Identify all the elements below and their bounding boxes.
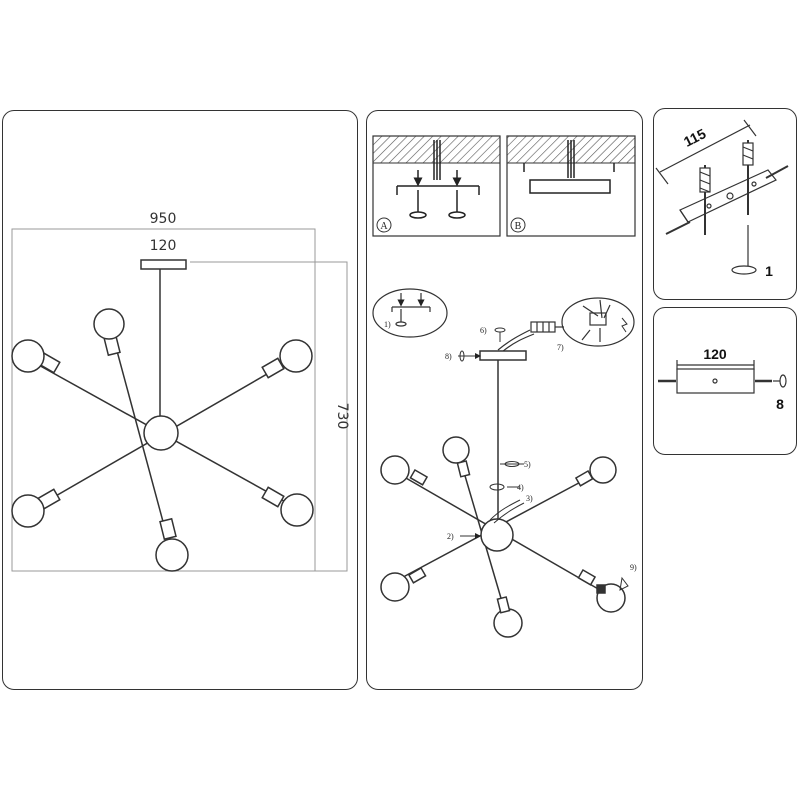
canopy-step-label: 8 [776, 396, 784, 412]
bulb-bottom [155, 517, 189, 572]
step-3-label: 3) [526, 494, 533, 503]
canopy-width-label-detail: 120 [703, 346, 727, 362]
step-9-label: 9) [630, 563, 637, 572]
ceiling-canopy [140, 259, 187, 270]
chandelier-front-view [11, 259, 314, 572]
central-hub [143, 415, 179, 451]
installed-chandelier [380, 350, 626, 638]
overall-dimensions-panel [2, 110, 358, 690]
installed-canopy [479, 350, 527, 361]
step-4-label: 4) [517, 483, 524, 492]
bulb-top-left [11, 339, 61, 374]
mounting-bracket-detail [655, 119, 789, 275]
step-1-label: 1) [384, 320, 391, 329]
bracket-length-label: 115 [681, 125, 709, 150]
overall-dimension-lines [11, 228, 348, 572]
arm-rod [109, 324, 173, 556]
bulb-top [93, 308, 125, 357]
mounting-option-b: B [506, 135, 636, 237]
canopy-width-label: 120 [150, 238, 177, 254]
wiring-detail [497, 297, 635, 353]
option-a-label: A [380, 221, 388, 232]
step-8-label: 8) [445, 352, 452, 361]
canopy-detail [658, 360, 787, 394]
mounting-option-a: A [372, 135, 501, 237]
bulb-bottom-right [261, 486, 314, 527]
step-5-label: 5) [524, 460, 531, 469]
installed-bulb [380, 436, 626, 638]
step-6-label: 6) [480, 326, 487, 335]
step-7-label: 7) [557, 343, 564, 352]
step-2-label: 2) [447, 532, 454, 541]
step-indicators [458, 327, 629, 591]
bulb-bottom-left [11, 488, 61, 528]
overall-width-label: 950 [150, 211, 177, 227]
overall-height-label: 730 [334, 403, 350, 430]
step-1-inset [372, 288, 448, 338]
bulb-top-right [261, 339, 313, 379]
option-b-label: B [515, 221, 522, 232]
bracket-step-label: 1 [765, 263, 773, 279]
